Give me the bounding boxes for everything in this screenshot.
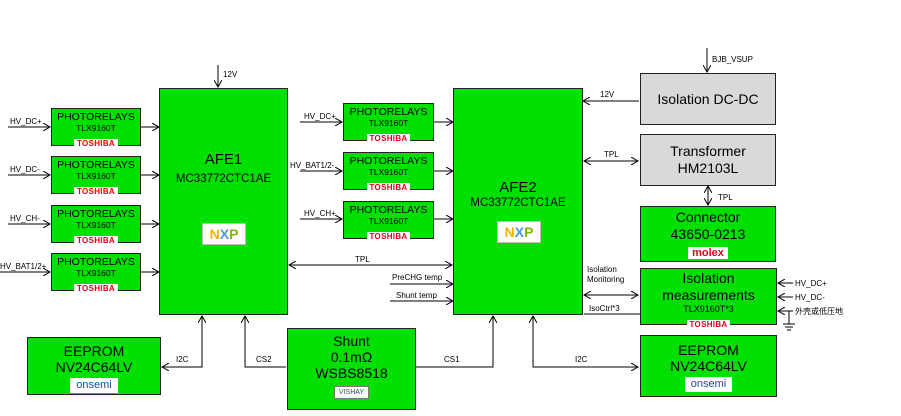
- label-hv-dc-plus: HV_DC+: [10, 117, 42, 126]
- nxp-logo: NXP: [202, 223, 246, 245]
- isolation-meas-title2: measurements: [662, 287, 755, 303]
- label-i2c-left: I2C: [176, 355, 189, 364]
- shunt-part: WSBS8518: [315, 365, 388, 381]
- label-bjb-vsup: BJB_VSUP: [712, 55, 753, 64]
- afe1-part: MC33772CTC1AE: [175, 173, 272, 185]
- photorelay-part: TLX9160T: [368, 216, 409, 226]
- isolation-meas-title1: Isolation: [682, 270, 735, 286]
- transformer-part: HM2103L: [677, 160, 739, 176]
- photorelay-label: PHOTORELAYS: [349, 204, 428, 216]
- vishay-logo: VISHAY: [333, 386, 370, 399]
- eeprom-part: NV24C64LV: [55, 359, 133, 375]
- label-hv-ch-minus: HV_CH-: [10, 214, 40, 223]
- label-hv-dc-minus: HV_DC-: [10, 165, 40, 174]
- photorelay-left-3: PHOTORELAYS TLX9160T TOSHIBA: [51, 205, 141, 245]
- photorelay-label: PHOTORELAYS: [57, 208, 135, 220]
- isolation-measurements-block: Isolation measurements TLX9160T*3 TOSHIB…: [640, 268, 777, 329]
- label-tpl-mid: TPL: [355, 255, 370, 264]
- label-right-hv-dc-minus: HV_DC-: [795, 293, 825, 302]
- toshiba-logo: TOSHIBA: [74, 187, 118, 196]
- toshiba-logo: TOSHIBA: [366, 183, 411, 192]
- toshiba-logo: TOSHIBA: [686, 320, 731, 329]
- toshiba-logo: TOSHIBA: [366, 232, 411, 241]
- shunt-value: 0.1mΩ: [330, 349, 373, 365]
- label-cs2: CS2: [256, 355, 272, 364]
- label-tpl-right: TPL: [604, 150, 619, 159]
- label-tpl-vert: TPL: [718, 193, 733, 202]
- label-isolation-monitoring-2: Monitoring: [587, 275, 625, 284]
- afe1-title: AFE1: [204, 151, 243, 168]
- afe2-block: AFE2 MC33772CTC1AE NXP: [453, 88, 583, 315]
- shunt-block: Shunt 0.1mΩ WSBS8518 VISHAY: [287, 328, 416, 410]
- label-hv-ch-plus: HV_CH+: [304, 209, 336, 218]
- connector-part: 43650-0213: [670, 226, 746, 242]
- label-prechg-temp: PreCHG temp: [392, 273, 443, 282]
- molex-logo: molex: [688, 247, 728, 259]
- label-12v-afe1: 12V: [223, 70, 238, 79]
- photorelay-left-1: PHOTORELAYS TLX9160T TOSHIBA: [51, 108, 141, 148]
- toshiba-logo: TOSHIBA: [366, 134, 411, 143]
- isolation-dcdc-block: Isolation DC-DC: [640, 73, 776, 125]
- label-right-hv-dc-plus: HV_DC+: [795, 279, 827, 288]
- label-isolation-monitoring-1: Isolation: [587, 265, 617, 274]
- shunt-title: Shunt: [333, 333, 370, 349]
- transformer-block: Transformer HM2103L: [640, 134, 776, 186]
- photorelay-left-4: PHOTORELAYS TLX9160T TOSHIBA: [51, 253, 141, 293]
- label-hv-dc-plus-mid: HV_DC+: [304, 112, 336, 121]
- connector-block: Connector 43650-0213 molex: [640, 206, 776, 262]
- label-hv-bat12-plus: HV_BAT1/2+: [0, 262, 47, 271]
- photorelay-mid-3: PHOTORELAYS TLX9160T TOSHIBA: [343, 201, 434, 241]
- toshiba-logo: TOSHIBA: [74, 139, 118, 148]
- label-right-ground: 外壳或低压地: [795, 307, 843, 316]
- eeprom-right-block: EEPROM NV24C64LV onsemi: [640, 335, 777, 397]
- photorelay-label: PHOTORELAYS: [349, 155, 428, 167]
- toshiba-logo: TOSHIBA: [74, 284, 118, 293]
- photorelay-mid-1: PHOTORELAYS TLX9160T TOSHIBA: [343, 103, 434, 143]
- photorelay-part: TLX9160T: [76, 268, 116, 278]
- photorelay-part: TLX9160T: [76, 123, 116, 133]
- label-isoctrl: IsoCtrl*3: [589, 304, 620, 313]
- isolation-dcdc-title: Isolation DC-DC: [657, 91, 759, 107]
- label-i2c-right: I2C: [575, 355, 588, 364]
- photorelay-label: PHOTORELAYS: [57, 111, 135, 123]
- onsemi-logo: onsemi: [70, 378, 118, 393]
- photorelay-part: TLX9160T: [368, 118, 409, 128]
- photorelay-part: TLX9160T: [368, 167, 409, 177]
- label-hv-bat12-minus: HV_BAT1/2-: [290, 161, 335, 170]
- eeprom-part: NV24C64LV: [670, 358, 747, 374]
- photorelay-left-2: PHOTORELAYS TLX9160T TOSHIBA: [51, 156, 141, 196]
- photorelay-part: TLX9160T: [76, 171, 116, 181]
- eeprom-title: EEPROM: [63, 343, 125, 359]
- photorelay-part: TLX9160T: [76, 220, 116, 230]
- toshiba-logo: TOSHIBA: [74, 236, 118, 245]
- photorelay-label: PHOTORELAYS: [349, 106, 428, 118]
- photorelay-mid-2: PHOTORELAYS TLX9160T TOSHIBA: [343, 152, 434, 192]
- label-shunt-temp: Shunt temp: [396, 291, 437, 300]
- onsemi-logo: onsemi: [684, 377, 733, 392]
- photorelay-label: PHOTORELAYS: [57, 159, 135, 171]
- connector-title: Connector: [675, 209, 741, 225]
- eeprom-title: EEPROM: [678, 342, 739, 358]
- transformer-title: Transformer: [670, 143, 746, 159]
- afe1-block: AFE1 MC33772CTC1AE NXP: [159, 88, 288, 315]
- photorelay-label: PHOTORELAYS: [57, 256, 135, 268]
- afe2-title: AFE2: [499, 179, 537, 196]
- label-cs1: CS1: [444, 355, 460, 364]
- label-12v-afe2: 12V: [600, 90, 615, 99]
- eeprom-left-block: EEPROM NV24C64LV onsemi: [27, 337, 161, 395]
- nxp-logo: NXP: [497, 221, 541, 243]
- afe2-part: MC33772CTC1AE: [470, 197, 566, 209]
- isolation-meas-part: TLX9160T*3: [683, 304, 734, 314]
